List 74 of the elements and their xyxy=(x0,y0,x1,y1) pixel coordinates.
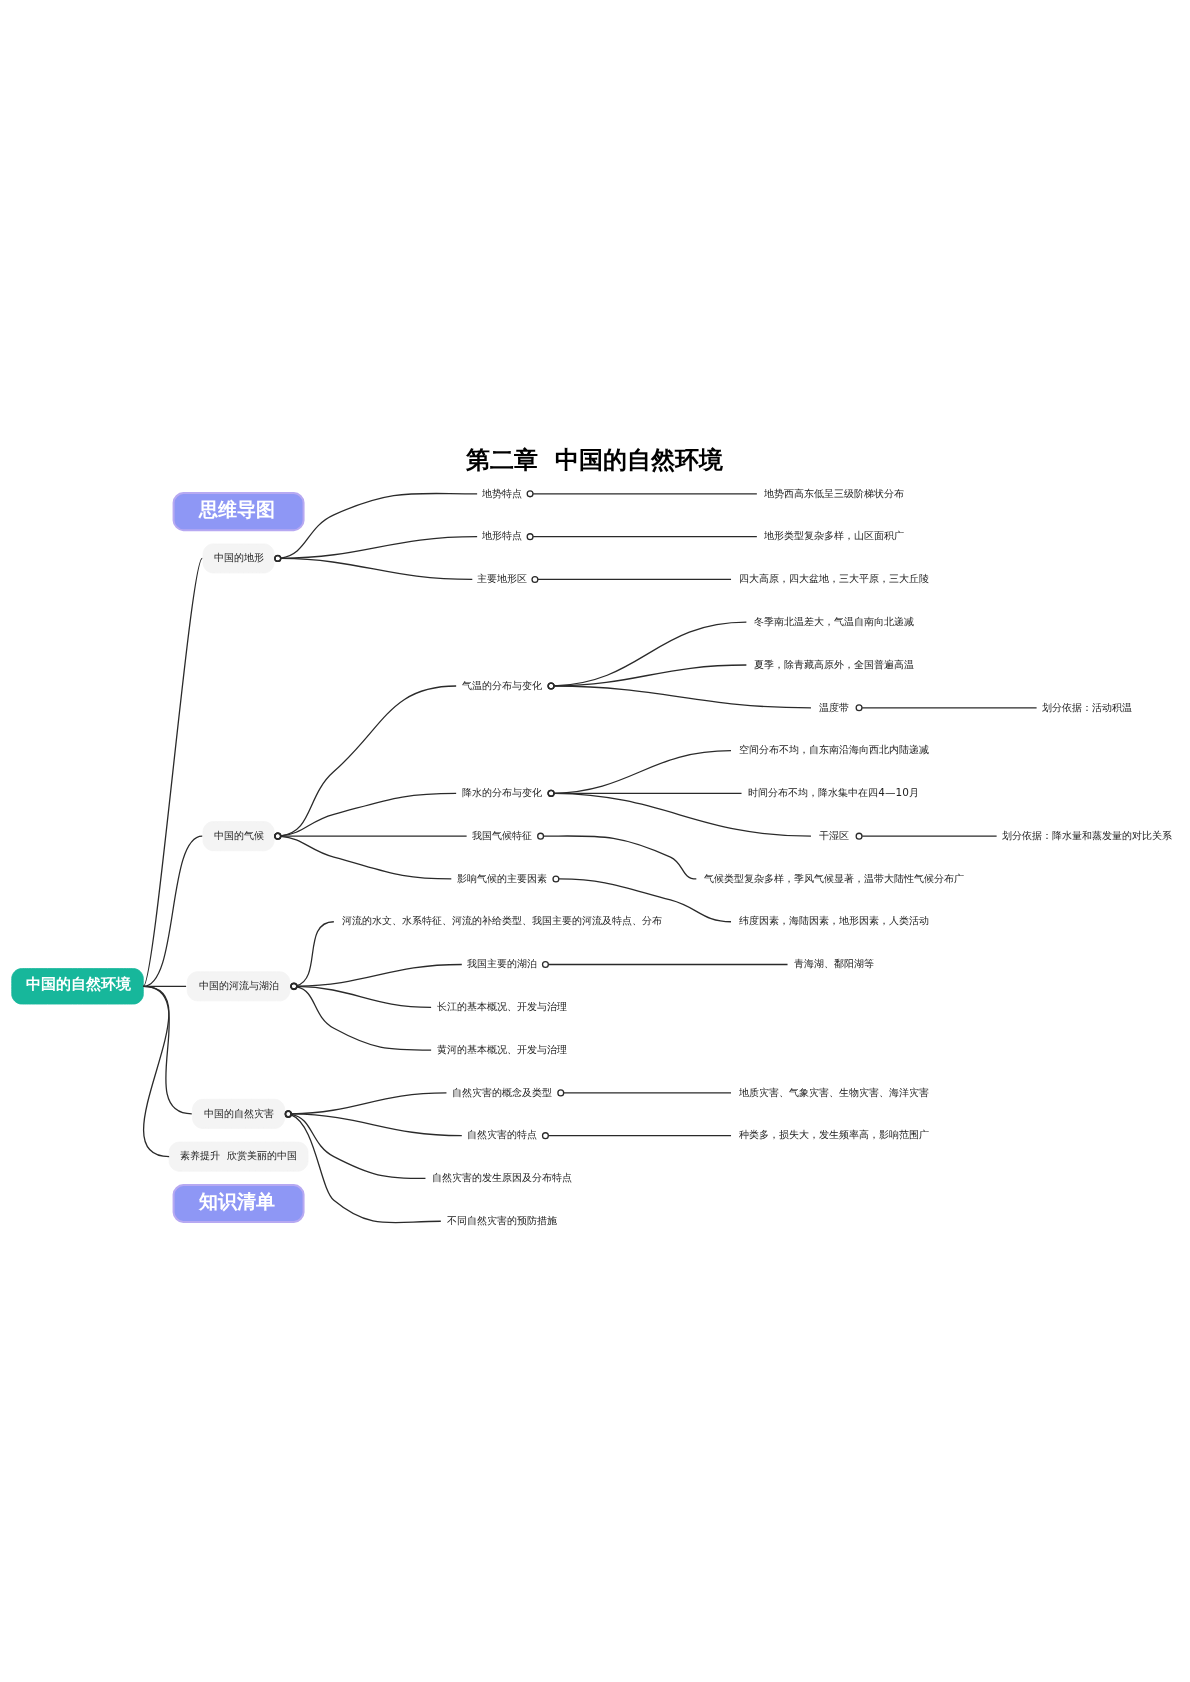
node-text: 长江的基本概况、开发与治理 xyxy=(437,1000,568,1013)
connector xyxy=(290,921,335,990)
node-box: 中国的自然灾害 xyxy=(192,1098,285,1129)
connector xyxy=(274,792,457,840)
node-text: 空间分布不均，自东南沿海向西北内陆递减 xyxy=(738,743,929,756)
connector xyxy=(537,832,697,880)
node-text: 地形特点 xyxy=(482,529,523,542)
connector xyxy=(855,832,998,840)
node-text: 气温的分布与变化 xyxy=(462,678,543,691)
node-text: 划分依据：活动积温 xyxy=(1042,700,1133,713)
connector xyxy=(547,682,812,709)
node-box: 思维导图 xyxy=(172,492,305,532)
connector xyxy=(531,575,732,583)
connector xyxy=(290,963,463,990)
node-box: 中国的地形 xyxy=(202,543,275,574)
node-text: 气候类型复杂多样，季风气候显著，温带大陆性气候分布广 xyxy=(703,871,964,884)
node-text: 自然灾害的发生原因及分布特点 xyxy=(432,1171,573,1184)
connector xyxy=(855,704,1038,712)
connector xyxy=(526,533,758,541)
connector xyxy=(284,1110,463,1137)
node-text: 温度带 xyxy=(818,700,849,713)
connector xyxy=(557,1089,732,1097)
node-text: 夏季，除青藏高原外，全国普遍高温 xyxy=(753,657,914,670)
connector xyxy=(142,835,203,987)
node-text: 青海湖、鄱阳湖等 xyxy=(793,957,874,970)
node-text: 干湿区 xyxy=(818,828,849,841)
node-text: 自然灾害的概念及类型 xyxy=(452,1085,553,1098)
node-box: 知识清单 xyxy=(172,1183,305,1224)
connector xyxy=(526,490,758,498)
connector xyxy=(274,832,452,880)
connector xyxy=(547,789,812,837)
connector xyxy=(142,557,203,987)
connector xyxy=(274,685,457,840)
node-text: 黄河的基本概况、开发与治理 xyxy=(437,1042,568,1055)
connector xyxy=(274,832,468,840)
connector xyxy=(284,1110,427,1180)
node-box: 中国的河流与湖泊 xyxy=(186,971,291,1002)
node-text: 河流的水文、水系特征、河流的补给类型、我国主要的河流及特点、分布 xyxy=(342,914,663,927)
node-text: 影响气候的主要因素 xyxy=(457,871,548,884)
node-text: 冬季南北温差大，气温自南向北递减 xyxy=(753,614,914,627)
node-text: 不同自然灾害的预防措施 xyxy=(447,1213,558,1226)
node-text: 纬度因素，海陆因素，地形因素，人类活动 xyxy=(738,914,929,927)
connector xyxy=(274,536,478,562)
connector xyxy=(547,621,747,690)
node-text: 我国主要的湖泊 xyxy=(467,957,538,970)
node-box: 中国的气候 xyxy=(202,821,275,852)
node-text: 时间分布不均，降水集中在四4—10月 xyxy=(748,786,919,799)
node-text: 四大高原，四大盆地，三大平原，三大丘陵 xyxy=(738,572,929,585)
connector xyxy=(547,664,747,690)
connector xyxy=(290,982,432,1008)
connector xyxy=(552,875,732,923)
node-text: 自然灾害的特点 xyxy=(467,1128,538,1141)
connector xyxy=(274,492,478,562)
node-text: 地势特点 xyxy=(482,486,523,499)
connector xyxy=(547,749,732,797)
connector xyxy=(290,983,432,1051)
node-text: 地势西高东低呈三级阶梯状分布 xyxy=(763,486,904,499)
connector xyxy=(547,789,743,797)
connector xyxy=(142,985,170,1158)
connector xyxy=(284,1110,442,1224)
diagram-title: 第二章 中国的自然环境 xyxy=(466,446,724,475)
node-box: 素养提升 欣赏美丽的中国 xyxy=(168,1141,309,1172)
connector xyxy=(541,1132,732,1140)
node-text: 降水的分布与变化 xyxy=(462,786,543,799)
node-text: 主要地形区 xyxy=(477,572,528,585)
connector xyxy=(541,960,789,969)
node-text: 地形类型复杂多样，山区面积广 xyxy=(763,529,904,542)
node-text: 地质灾害、气象灾害、生物灾害、海洋灾害 xyxy=(738,1085,929,1098)
node-text: 划分依据：降水量和蒸发量的对比关系 xyxy=(1002,828,1173,841)
node-box: 中国的自然环境 xyxy=(11,968,144,1005)
node-text: 种类多，损失大，发生频率高，影响范围广 xyxy=(738,1128,929,1141)
node-text: 我国气候特征 xyxy=(472,828,533,841)
connector xyxy=(284,1092,448,1118)
connector xyxy=(274,554,473,581)
